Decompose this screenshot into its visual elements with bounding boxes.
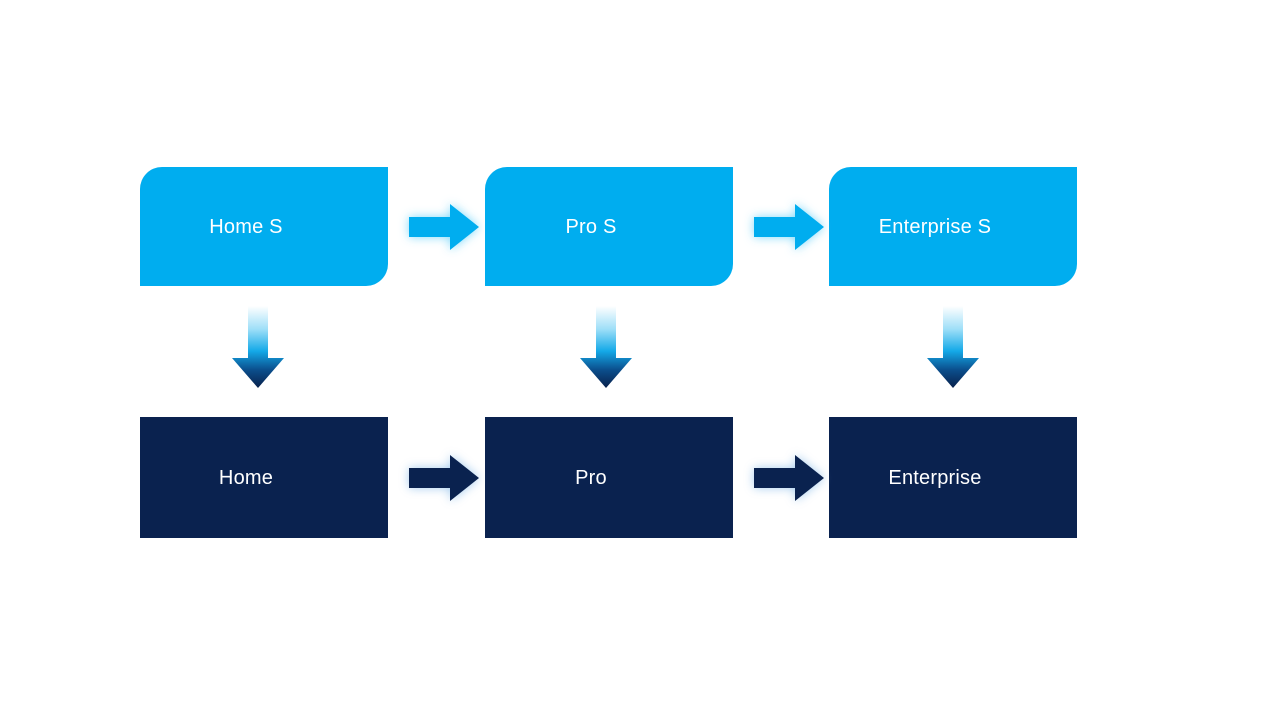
node-pro-label: Pro [575,466,607,489]
node-enterprise-s[interactable]: Enterprise S [829,167,1077,286]
arrow-pro-to-enterprise [754,455,824,501]
node-home-label: Home [218,466,274,489]
node-home-s-label: Home S [209,215,283,238]
arrow-home-s-to-pro-s [409,204,479,250]
arrow-enterprise-s-to-enterprise [927,306,979,388]
node-home[interactable]: Home [140,417,388,538]
arrow-pro-s-to-pro [580,306,632,388]
node-pro-s[interactable]: Pro S [485,167,733,286]
arrow-home-to-pro [409,455,479,501]
node-home-s[interactable]: Home S [140,167,388,286]
arrow-pro-s-to-enterprise-s [754,204,824,250]
node-enterprise-label: Enterprise [888,466,982,489]
node-pro-s-label: Pro S [565,215,617,238]
node-enterprise-s-label: Enterprise S [878,215,992,238]
node-enterprise[interactable]: Enterprise [829,417,1077,538]
arrow-home-s-to-home [232,306,284,388]
node-pro[interactable]: Pro [485,417,733,538]
